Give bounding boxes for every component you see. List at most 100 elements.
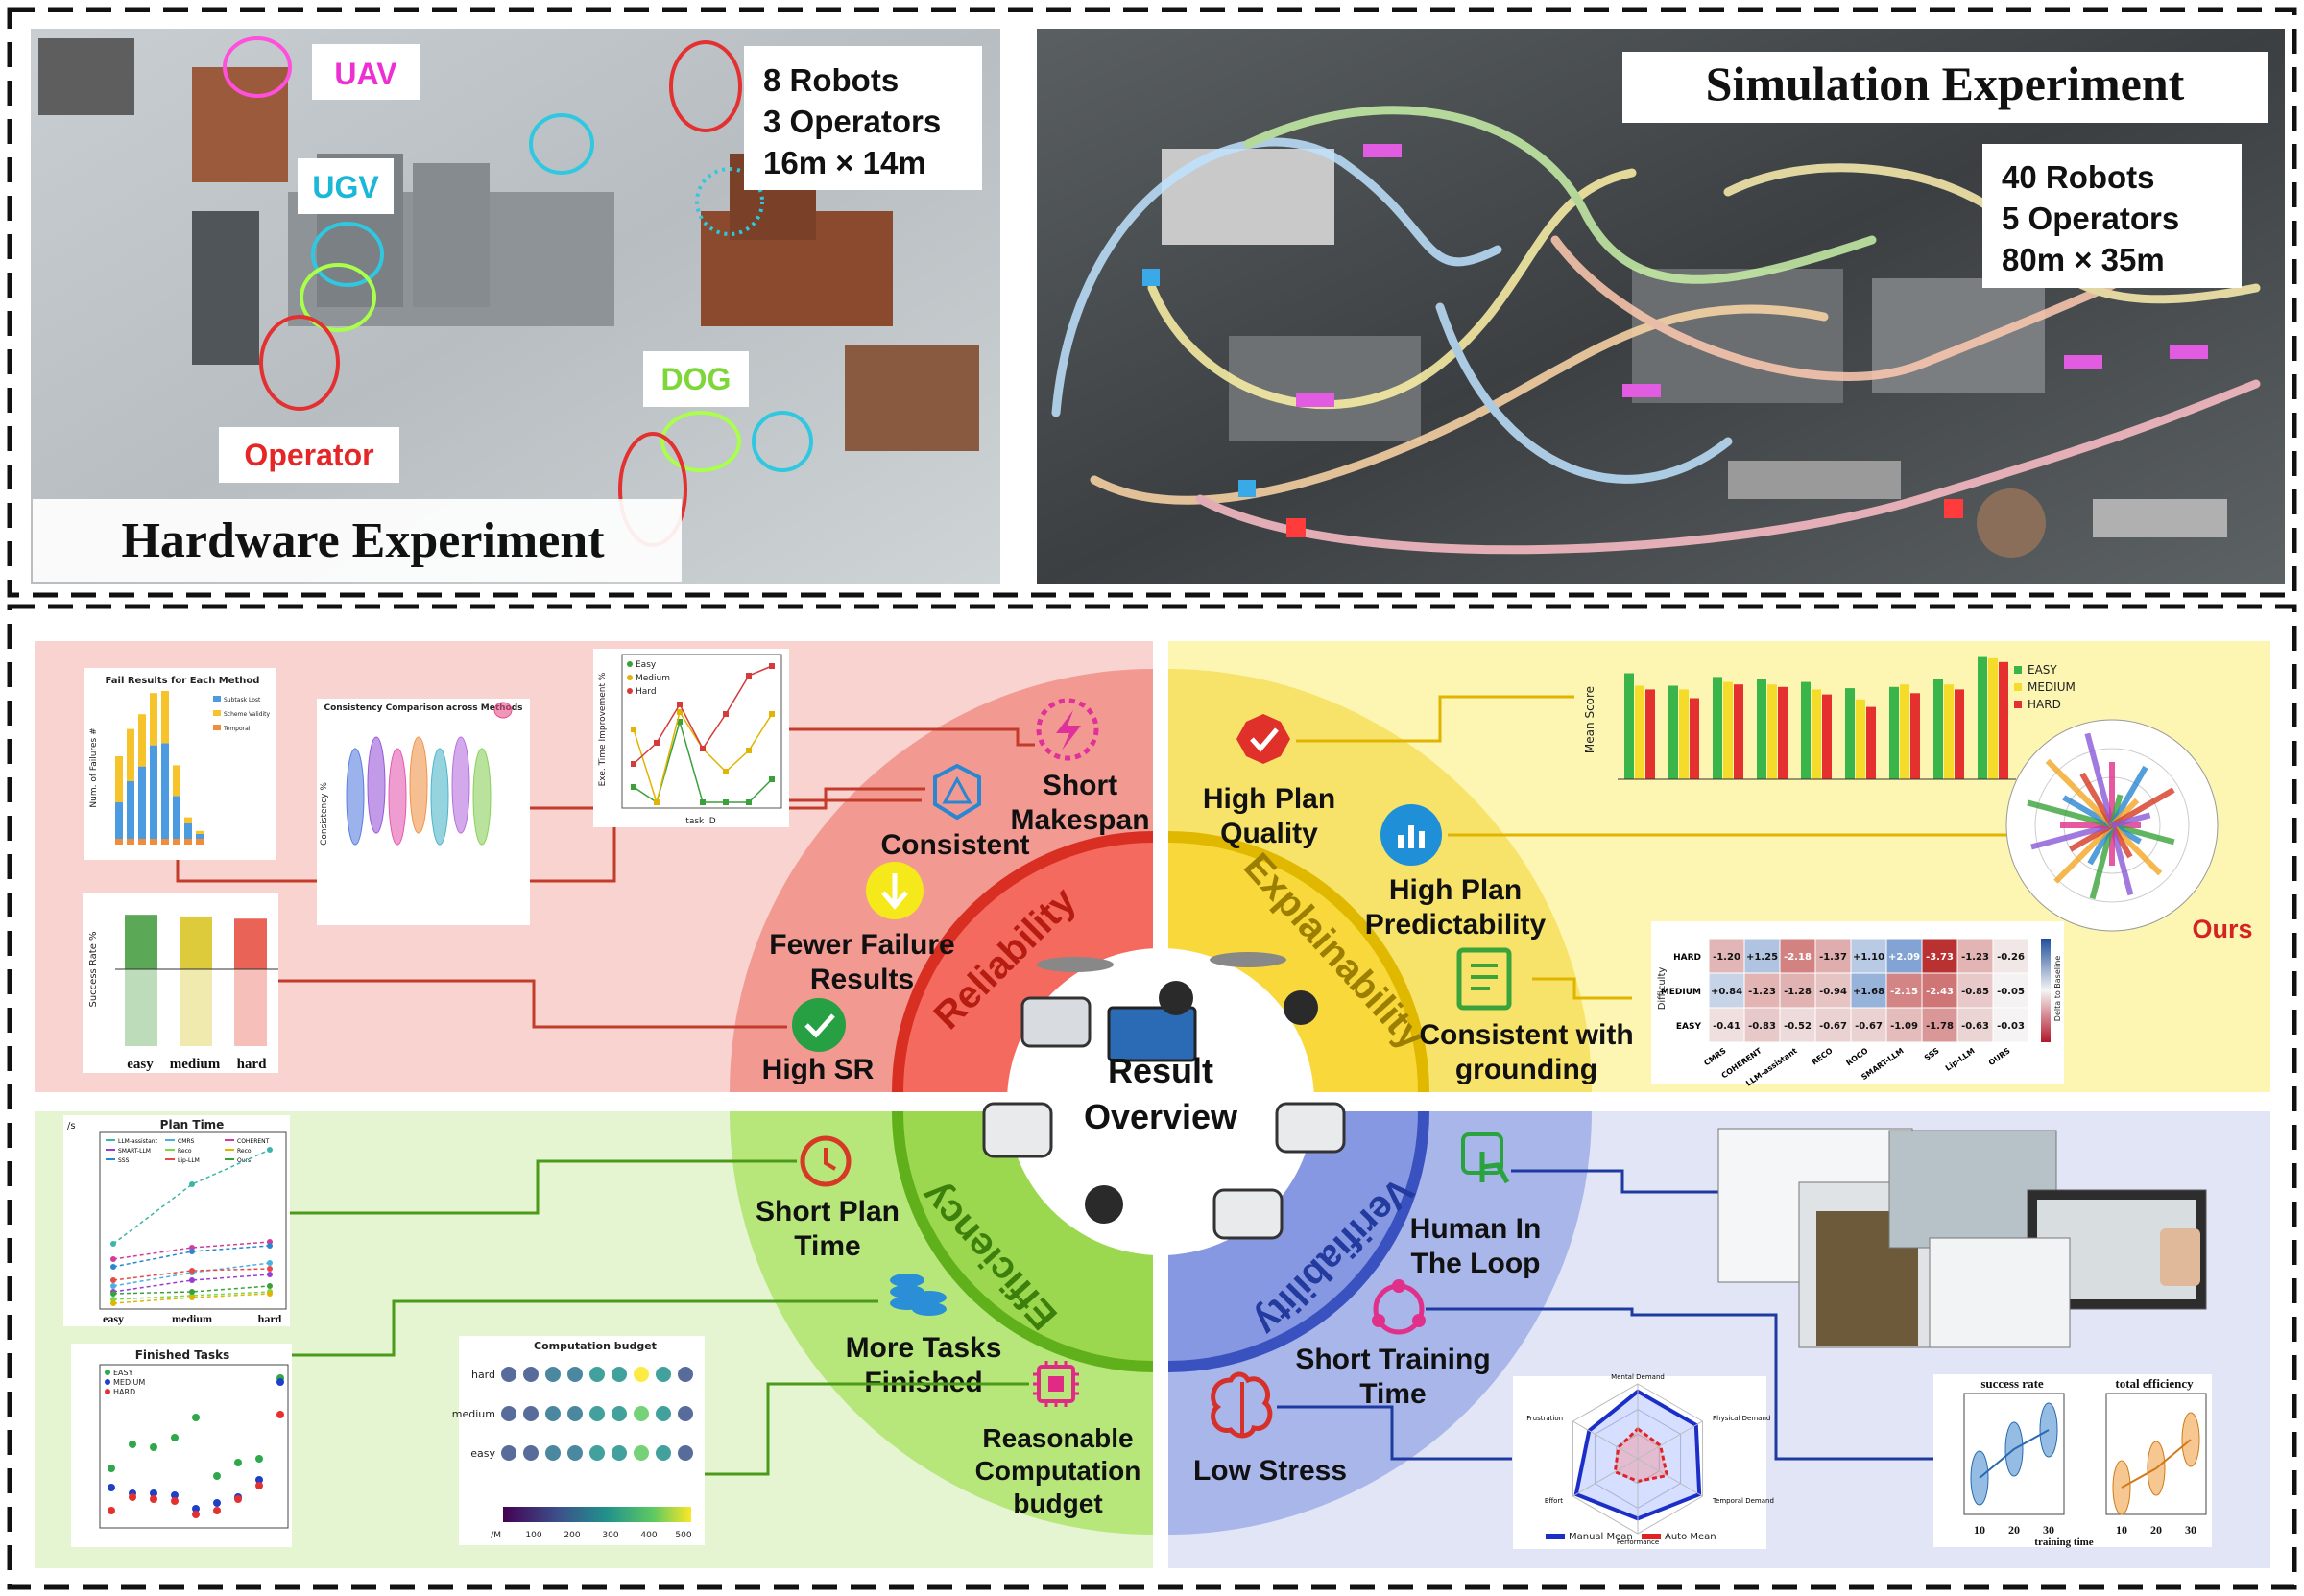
violin2-x-0a: 10: [1974, 1523, 1985, 1536]
score-legend-2: HARD: [2028, 698, 2061, 711]
consistency-violin-chart: Consistency Comparison across Methods Co…: [317, 699, 530, 925]
heatmap-value: -0.67: [1855, 1021, 1883, 1032]
uav-label: UAV: [334, 57, 397, 91]
finished-dot-hard: [255, 1482, 263, 1489]
violin2-title-0: success rate: [1980, 1376, 2044, 1391]
radar-axis: [1637, 1420, 1703, 1460]
violin2-x-1a: 20: [2008, 1523, 2020, 1536]
exec-ylabel: Exe. Time Improvement %: [598, 672, 608, 786]
plan-marker: [267, 1283, 273, 1289]
budget-cbar-tick-0: 100: [525, 1531, 541, 1540]
plan-marker: [267, 1266, 273, 1272]
plan-cat-easy: easy: [103, 1312, 124, 1325]
plan-marker: [189, 1181, 195, 1187]
fail-bar-orange: [173, 839, 180, 845]
score-bar: [1635, 685, 1644, 779]
heatmap-value: -0.41: [1713, 1021, 1740, 1032]
exec-legend-0: Easy: [636, 660, 657, 670]
heatmap-cell: [1708, 1007, 1745, 1043]
score-bar: [1778, 686, 1788, 779]
heatmap-value: -1.20: [1713, 952, 1740, 963]
eff-trend: [2121, 1439, 2192, 1489]
fail-bar-yellow: [173, 765, 180, 797]
coin-stack-icon: [890, 1274, 947, 1316]
score-bar: [1668, 685, 1678, 779]
low-stress-label: Low Stress: [1193, 1455, 1347, 1487]
sim-stat-robots: 40 Robots: [2002, 159, 2155, 195]
fail-bar-yellow: [138, 714, 146, 767]
exec-marker: [723, 769, 729, 774]
polar-bar: [2110, 787, 2175, 828]
exec-xlabel: task ID: [685, 817, 715, 826]
heatmap-value: -0.05: [1997, 987, 2025, 997]
exec-legend-2: Hard: [636, 687, 657, 697]
score-bar: [1723, 681, 1733, 779]
center-line1: Result: [1108, 1051, 1213, 1090]
finished-dot-medium: [171, 1491, 179, 1499]
plan-marker: [267, 1291, 273, 1297]
robots-illustration: [982, 952, 1346, 1240]
short-makespan-line2: Makespan: [1010, 804, 1149, 836]
computation-budget-chart: Computation budget hard medium easy /M 1…: [452, 1336, 705, 1545]
heatmap-value: -2.43: [1926, 987, 1954, 997]
score-bar: [1955, 689, 1964, 779]
budget-dot: [612, 1367, 627, 1382]
center-line2: Overview: [1084, 1097, 1238, 1136]
budget-dot: [678, 1445, 693, 1461]
violin2-x-0b: 10: [2116, 1523, 2127, 1536]
polar-bar: [2084, 732, 2115, 826]
plan-marker: [110, 1264, 116, 1270]
exec-marker: [631, 784, 636, 790]
exec-lines: [631, 663, 775, 805]
budget-dot: [523, 1406, 539, 1421]
hw-stat-robots: 8 Robots: [763, 62, 899, 98]
plan-marker: [110, 1283, 116, 1289]
finished-title: Finished Tasks: [135, 1348, 230, 1362]
fail-legend-1: Scheme Validity: [224, 711, 271, 718]
budget-row-medium: medium: [452, 1408, 495, 1420]
score-bar: [1734, 684, 1743, 779]
score-bar: [1812, 689, 1821, 779]
violin-shape: [346, 748, 365, 846]
fail-bar-blue: [161, 743, 169, 845]
score-bar: [1690, 698, 1699, 779]
heatmap-cell: [1885, 938, 1923, 974]
plan-marker: [110, 1300, 116, 1306]
plan-marker: [267, 1243, 273, 1249]
down-arrow-icon: [866, 862, 924, 919]
triangle-network-icon: [933, 763, 981, 821]
exec-marker: [746, 673, 752, 679]
finished-dot-medium: [213, 1499, 221, 1507]
budget-dot: [612, 1406, 627, 1421]
short-training-line2: Time: [1359, 1378, 1426, 1410]
budget-cbar-tick-4: 500: [675, 1531, 691, 1540]
finished-legend-2: HARD: [113, 1388, 135, 1396]
score-ylabel: Mean Score: [1583, 686, 1596, 753]
simulation-photo: Simulation Experiment 40 Robots 5 Operat…: [1037, 29, 2285, 584]
plan-marker: [189, 1295, 195, 1300]
finished-dot-hard: [150, 1495, 157, 1503]
fail-bar-blue: [115, 802, 123, 845]
exec-marker: [769, 663, 775, 669]
hardware-photo: UAV UGV DOG Operator 8 Robots 3 Operator…: [31, 29, 1000, 584]
score-bar: [1624, 673, 1634, 779]
budget-dot: [589, 1367, 605, 1382]
fail-bar-yellow: [127, 728, 134, 781]
finished-dot-easy: [150, 1443, 157, 1451]
delta-heatmap: Difficulty HARD-1.20+1.25-2.18-1.37+1.10…: [1651, 921, 2064, 1088]
sr-cat-easy: easy: [127, 1057, 154, 1072]
score-bar: [1679, 689, 1689, 779]
radar-axis: [1572, 1420, 1639, 1460]
budget-dot: [545, 1445, 561, 1461]
violin-shape: [367, 736, 386, 834]
heatmap-value: -0.94: [1819, 987, 1847, 997]
polar-bar: [2111, 812, 2151, 828]
exec-marker: [654, 740, 660, 746]
exec-marker: [677, 702, 683, 707]
dog-label: DOG: [661, 362, 732, 396]
finished-dot-medium: [150, 1489, 157, 1497]
score-bar: [1889, 686, 1899, 779]
budget-dot: [523, 1445, 539, 1461]
heatmap-value: +1.25: [1746, 952, 1778, 963]
heatmap-value: -0.63: [1961, 1021, 1989, 1032]
